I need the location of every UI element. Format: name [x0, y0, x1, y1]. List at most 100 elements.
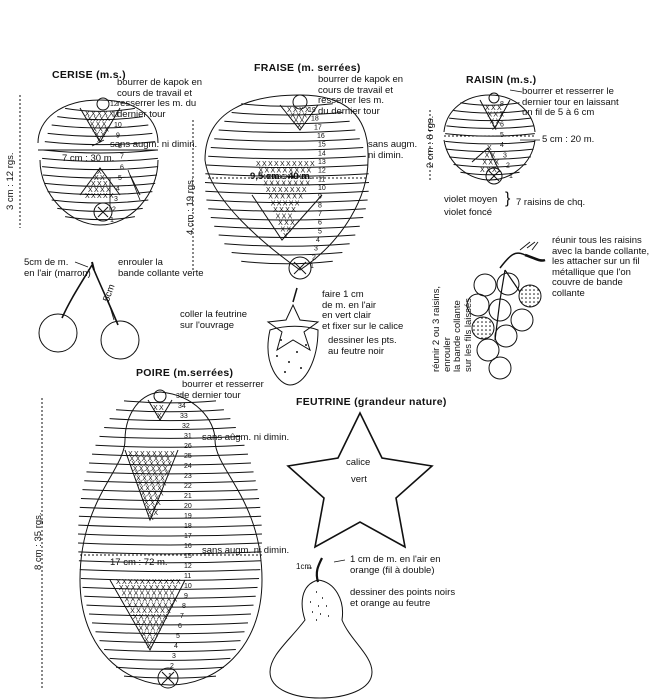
- stitch-mark: X: [281, 226, 286, 233]
- strawberry-top-wedge: [279, 104, 319, 131]
- stitch-mark: X: [298, 194, 303, 201]
- stitch-mark: X: [164, 451, 169, 458]
- stitch-mark: X: [164, 471, 169, 478]
- stitch-mark: X: [161, 585, 166, 592]
- stitch-mark: X: [162, 481, 167, 488]
- stitch-mark: X: [268, 161, 273, 168]
- row-arc: [204, 182, 370, 186]
- row-arc: [460, 102, 520, 106]
- pear-width-label: 17 cm : 72 m.: [110, 557, 168, 568]
- row-arc: [218, 234, 356, 238]
- stitch-mark: X: [158, 579, 163, 586]
- cherry-right: [100, 320, 140, 360]
- stitch-mark: X: [158, 451, 163, 458]
- stitch-mark: X: [134, 579, 139, 586]
- grape-bottom-ring: [485, 167, 503, 185]
- stitch-mark: X: [490, 118, 495, 125]
- row-number: 12: [184, 563, 192, 570]
- pear-top-wedge: [124, 449, 179, 522]
- pear-no-increase-top: sans aûgm. ni dimin.: [202, 432, 290, 443]
- stitch-mark: X: [299, 107, 304, 114]
- row-number: 14: [318, 150, 326, 157]
- stitch-mark: X: [150, 637, 155, 644]
- stitch-mark: X: [92, 127, 97, 134]
- stitch-mark: X: [94, 187, 99, 194]
- stitch-mark: X: [287, 226, 292, 233]
- row-number: 6: [178, 623, 182, 630]
- stitch-mark: X: [288, 168, 293, 175]
- stitch-mark: X: [85, 193, 90, 200]
- row-number: 11: [112, 112, 119, 119]
- row-number: 5: [176, 633, 180, 640]
- cherry-no-increase-note: sans augm. ni dimin.: [110, 139, 198, 150]
- strawberry-kapok-note: bourrer de kapok en cours de travail et …: [318, 74, 404, 117]
- stitch-mark: X: [278, 220, 283, 227]
- row-number: 1: [168, 673, 172, 680]
- row-arc: [42, 166, 158, 171]
- row-number: 22: [184, 483, 192, 490]
- stitch-mark: X: [144, 500, 149, 507]
- stitch-mark: X: [157, 485, 162, 492]
- row-arc: [86, 471, 254, 475]
- stitch-mark: X: [305, 107, 310, 114]
- stitch-mark: X: [304, 161, 309, 168]
- stitch-mark: X: [142, 620, 147, 627]
- row-number: 8: [118, 143, 122, 150]
- row-arc: [109, 657, 231, 661]
- stitch-mark: X: [103, 181, 108, 188]
- stitch-mark: X: [286, 194, 291, 201]
- pear-title: POIRE (m.serrées): [136, 367, 234, 379]
- grape-color-2: violet foncé: [444, 207, 493, 218]
- row-number: 18: [311, 116, 319, 123]
- stitch-mark: X: [266, 187, 271, 194]
- row-number: 19: [308, 107, 316, 114]
- stitch-mark: X: [88, 187, 93, 194]
- pear-note: bourrer et resserrer le dernier tour: [182, 379, 264, 401]
- stitch-mark: X: [143, 585, 148, 592]
- stitch-mark: X: [164, 591, 169, 598]
- stitch-mark: X: [140, 579, 145, 586]
- stitch-mark: X: [147, 490, 152, 497]
- stitch-mark: X: [285, 207, 290, 214]
- stitch-mark: X: [151, 602, 156, 609]
- row-number: 1: [110, 217, 114, 224]
- stitch-mark: X: [272, 187, 277, 194]
- row-number: 10: [184, 583, 192, 590]
- row-number: 5: [318, 228, 322, 235]
- stitch-mark: X: [105, 116, 110, 123]
- cherry-chain-note: 5cm de m. en l'air (marron): [24, 257, 91, 279]
- cherry-wrap-note: enrouler la bande collante verte: [118, 257, 204, 279]
- stitch-mark: X: [492, 167, 497, 174]
- stitch-mark: X: [283, 233, 288, 240]
- grape-pattern: [429, 89, 540, 185]
- row-number: 20: [184, 503, 192, 510]
- stitch-mark: X: [485, 152, 490, 159]
- stitch-mark: X: [136, 620, 141, 627]
- row-arc: [78, 551, 262, 555]
- stitch-mark: X: [97, 193, 102, 200]
- row-arc: [453, 164, 527, 168]
- stitch-mark: X: [142, 456, 147, 463]
- row-number: 12: [318, 168, 326, 175]
- stitch-mark: X: [100, 175, 105, 182]
- stitch-mark: X: [290, 187, 295, 194]
- stitch-mark: X: [155, 461, 160, 468]
- stitch-mark: X: [274, 161, 279, 168]
- row-arc: [208, 155, 366, 160]
- stitch-mark: X: [102, 121, 107, 128]
- row-number: 6: [500, 122, 504, 129]
- row-arc: [231, 252, 343, 256]
- stitch-mark: X: [152, 579, 157, 586]
- pear-illustration: [269, 557, 373, 699]
- pear-height-label: 8 cm : 35 rgs.: [33, 512, 44, 570]
- grape-height-label: 2 cm : 8 rgs.: [425, 115, 436, 168]
- stitch-mark: X: [277, 200, 282, 207]
- stitch-mark: X: [163, 602, 168, 609]
- row-number: 13: [318, 159, 326, 166]
- stitch-mark: X: [142, 476, 147, 483]
- row-number: 12: [110, 101, 118, 108]
- stitch-mark: X: [262, 161, 267, 168]
- stitch-mark: X: [144, 481, 149, 488]
- pear-bottom-wedge: [109, 579, 186, 652]
- row-number: 18: [184, 523, 192, 530]
